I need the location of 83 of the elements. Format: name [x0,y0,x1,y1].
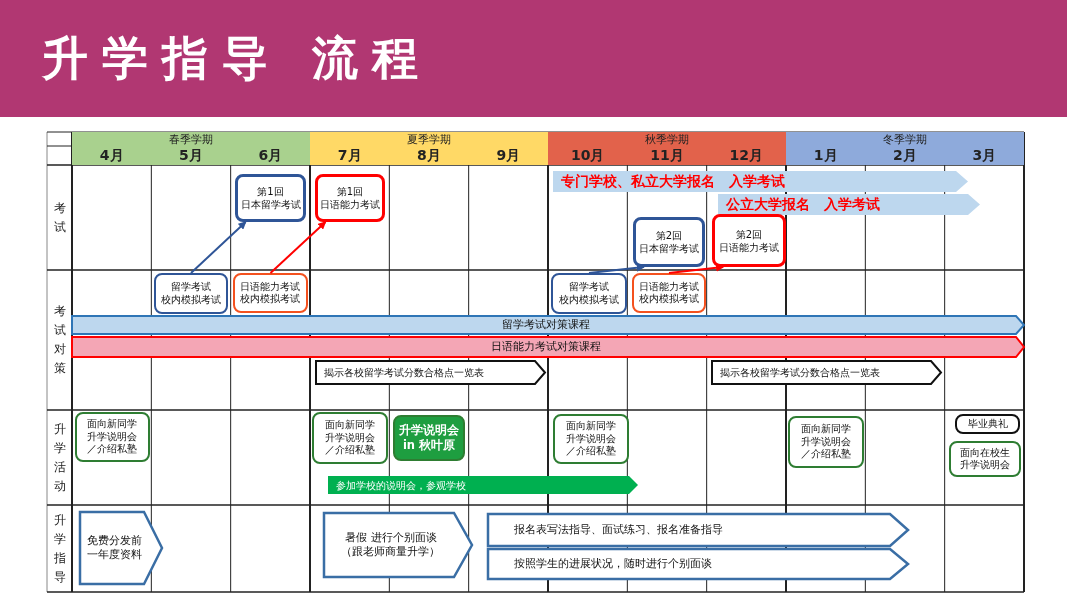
mock-exam-box [551,273,627,314]
exam-box [235,174,306,222]
row-header: 升学指导 [52,511,67,586]
label: 揭示各校留学考试分数合格点一览表 [324,366,484,379]
month-header: 8月 [389,146,469,165]
label: 毕业典礼 [967,417,1008,431]
title: 升学指导 流程 [42,30,432,86]
label: 面向新同学升学说明会／介绍私塾 [800,423,852,461]
label: 第1回 [336,185,364,198]
label: 面向新同学升学说明会／介绍私塾 [324,419,376,457]
month-header: 11月 [627,146,707,165]
label: 面向在校生升学说明会 [959,446,1011,472]
label: 日语能力考试校内模拟考试 [239,280,302,306]
label: 免费分发前一年度资料 [85,534,143,562]
label: 日本留学考试 [639,242,699,255]
arrow [190,221,247,274]
exam-box [633,217,705,267]
label: 第2回 [655,229,683,242]
event-box [312,412,388,464]
label: 公立大学报名 入学考试 [726,195,880,214]
label: 专门学校、私立大学报名 入学考试 [561,172,785,191]
month-header: 6月 [230,146,310,165]
course-banner [72,337,1024,357]
month-header: 2月 [865,146,945,165]
chevron-banner [488,514,908,546]
label: 报名表写法指导、面试练习、报名准备指导 [514,523,723,537]
mock-exam-box [632,273,706,313]
label: 日本留学考试 [240,198,301,211]
month-header: 12月 [706,146,786,165]
row-header: 升学活动 [52,420,67,495]
month-header: 5月 [151,146,231,165]
label: 日语能力考试对策课程 [491,339,601,355]
label: 升学说明会in 秋叶原 [398,423,460,453]
mock-exam-box [233,273,308,313]
label: 揭示各校留学考试分数合格点一览表 [720,366,880,379]
period-banner [718,194,980,215]
month-header: 7月 [310,146,390,165]
label: 按照学生的进展状况，随时进行个别面谈 [514,557,712,571]
label: 面向新同学升学说明会／介绍私塾 [86,418,139,456]
chevron-banner [324,513,472,577]
label: 暑假 进行个别面谈（跟老师商量升学） [340,531,442,559]
month-header: 9月 [468,146,548,165]
chevron-banner [488,549,908,579]
chevron-banner [712,361,941,384]
arrow [269,221,327,274]
row-header: 考试对策 [52,303,67,377]
event-box [553,414,629,464]
label: 留学考试对策课程 [502,317,590,333]
event-box [788,416,864,468]
label: 校内模拟考试 [161,293,221,306]
course-banner [72,316,1024,334]
arrow [668,263,725,274]
label: 留学考试 [171,281,211,294]
term-header: 冬季学期 [786,132,1024,146]
term-header: 夏季学期 [310,132,548,146]
mock-exam-box [154,273,228,314]
exam-box [712,214,786,267]
row-header: 考试 [52,199,67,236]
label: 第2回 [735,227,763,241]
event-box [949,441,1021,477]
label: 日语能力考试校内模拟考试 [638,280,700,306]
month-header: 4月 [72,146,152,165]
label: 校内模拟考试 [559,293,619,306]
label: 面向新同学升学说明会／介绍私塾 [565,420,617,458]
event-box [955,414,1020,434]
month-header: 1月 [786,146,866,165]
month-header: 3月 [944,146,1024,165]
exam-box [315,174,385,222]
label: 留学考试 [569,281,609,294]
chevron-banner [316,361,545,384]
period-banner [553,171,968,192]
label: 第1回 [257,185,284,198]
chevron-banner [80,512,162,584]
event-box [75,412,150,462]
label: 日语能力考试 [320,198,380,211]
arrow [588,263,645,274]
event-box [393,415,465,461]
chevron-banner [328,476,638,494]
label: 日语能力考试 [719,240,779,254]
label: 参加学校的说明会，参观学校 [336,478,466,492]
term-header: 春季学期 [72,132,310,146]
term-header: 秋季学期 [548,132,786,146]
month-header: 10月 [548,146,628,165]
